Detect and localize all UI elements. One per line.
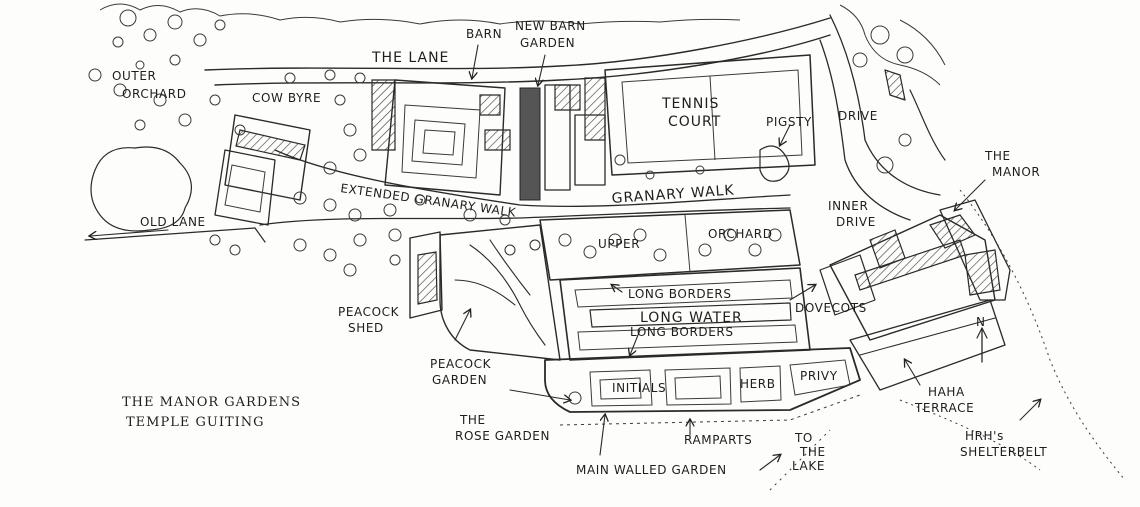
- label-peacock-shed-1: PEACOCK: [338, 305, 400, 319]
- label-drive: DRIVE: [838, 109, 878, 123]
- label-dovecots: DOVECOTS: [795, 301, 867, 315]
- drive-road: [819, 14, 946, 221]
- label-new-barn-1: NEW BARN: [515, 19, 586, 33]
- the-lane-road: [204, 17, 831, 86]
- label-cow-byre: COW BYRE: [252, 91, 321, 105]
- upper-orchard: [539, 209, 801, 281]
- north-label: N: [976, 315, 986, 329]
- label-peacock-garden-2: GARDEN: [432, 373, 487, 387]
- peacock-shed: [409, 231, 443, 319]
- label-long-water: LONG WATER: [640, 310, 743, 326]
- label-inner-drive-2: DRIVE: [836, 215, 876, 229]
- label-outer-orchard-1: OUTER: [112, 69, 156, 83]
- lake-path: [769, 429, 831, 491]
- label-ramparts: RAMPARTS: [684, 433, 752, 447]
- walk-avenue-trees: [209, 69, 511, 277]
- label-rose-garden-2: ROSE GARDEN: [455, 429, 550, 443]
- peacock-garden: [439, 224, 561, 361]
- label-the-manor-1: THE: [984, 149, 1011, 163]
- north-arrow: N: [976, 315, 988, 363]
- label-haha-1: HAHA: [928, 385, 965, 399]
- label-orchard: ORCHARD: [708, 227, 773, 241]
- title-block: THE MANOR GARDENS TEMPLE GUITING: [122, 395, 301, 430]
- label-to-lake-3: LAKE: [792, 459, 825, 473]
- label-new-barn-2: GARDEN: [520, 36, 575, 50]
- label-outer-orchard-2: ORCHARD: [122, 87, 187, 101]
- title-line-2: TEMPLE GUITING: [126, 415, 265, 430]
- label-long-borders-top: LONG BORDERS: [628, 287, 732, 301]
- the-manor-building: [819, 199, 1011, 341]
- label-to-lake-1: TO: [794, 431, 813, 445]
- label-hrh-2: SHELTERBELT: [960, 445, 1047, 459]
- tennis-court: [604, 54, 816, 182]
- label-tennis-2: COURT: [668, 114, 721, 130]
- label-barn: BARN: [466, 27, 502, 41]
- top-woodland: [99, 3, 946, 86]
- label-herb: HERB: [740, 377, 776, 391]
- large-tree: [90, 146, 192, 232]
- label-hrh-1: HRH's: [965, 429, 1004, 443]
- label-to-lake-2: THE: [799, 445, 826, 459]
- label-privy: PRIVY: [800, 369, 838, 383]
- label-inner-drive-1: INNER: [828, 199, 868, 213]
- barn-complex: [371, 77, 606, 201]
- label-peacock-shed-2: SHED: [348, 321, 384, 335]
- label-rose-garden-1: THE: [459, 413, 486, 427]
- label-upper: UPPER: [598, 237, 640, 251]
- label-tennis-1: TENNIS: [661, 96, 719, 112]
- cow-byre: [214, 114, 311, 226]
- label-main-walled-garden: MAIN WALLED GARDEN: [576, 463, 727, 477]
- extended-granary-walk-path: [84, 149, 791, 243]
- shelterbelt-boundary: [959, 189, 1126, 481]
- shelterbelt-boundary-2: [899, 399, 1041, 471]
- label-leaders: [90, 44, 1040, 471]
- label-granary-walk: GRANARY WALK: [611, 182, 735, 207]
- haha-terrace: [849, 299, 1006, 391]
- title-line-1: THE MANOR GARDENS: [122, 395, 301, 410]
- main-walled-garden: [544, 347, 861, 413]
- label-haha-2: TERRACE: [914, 401, 974, 415]
- label-peacock-garden-1: PEACOCK: [430, 357, 492, 371]
- label-pigsty: PIGSTY: [766, 115, 812, 129]
- label-long-borders-bottom: LONG BORDERS: [630, 325, 734, 339]
- label-initials: INITIALS: [612, 381, 666, 395]
- label-old-lane: OLD LANE: [140, 215, 206, 229]
- label-the-manor-2: MANOR: [992, 165, 1040, 179]
- label-the-lane: THE LANE: [371, 50, 449, 66]
